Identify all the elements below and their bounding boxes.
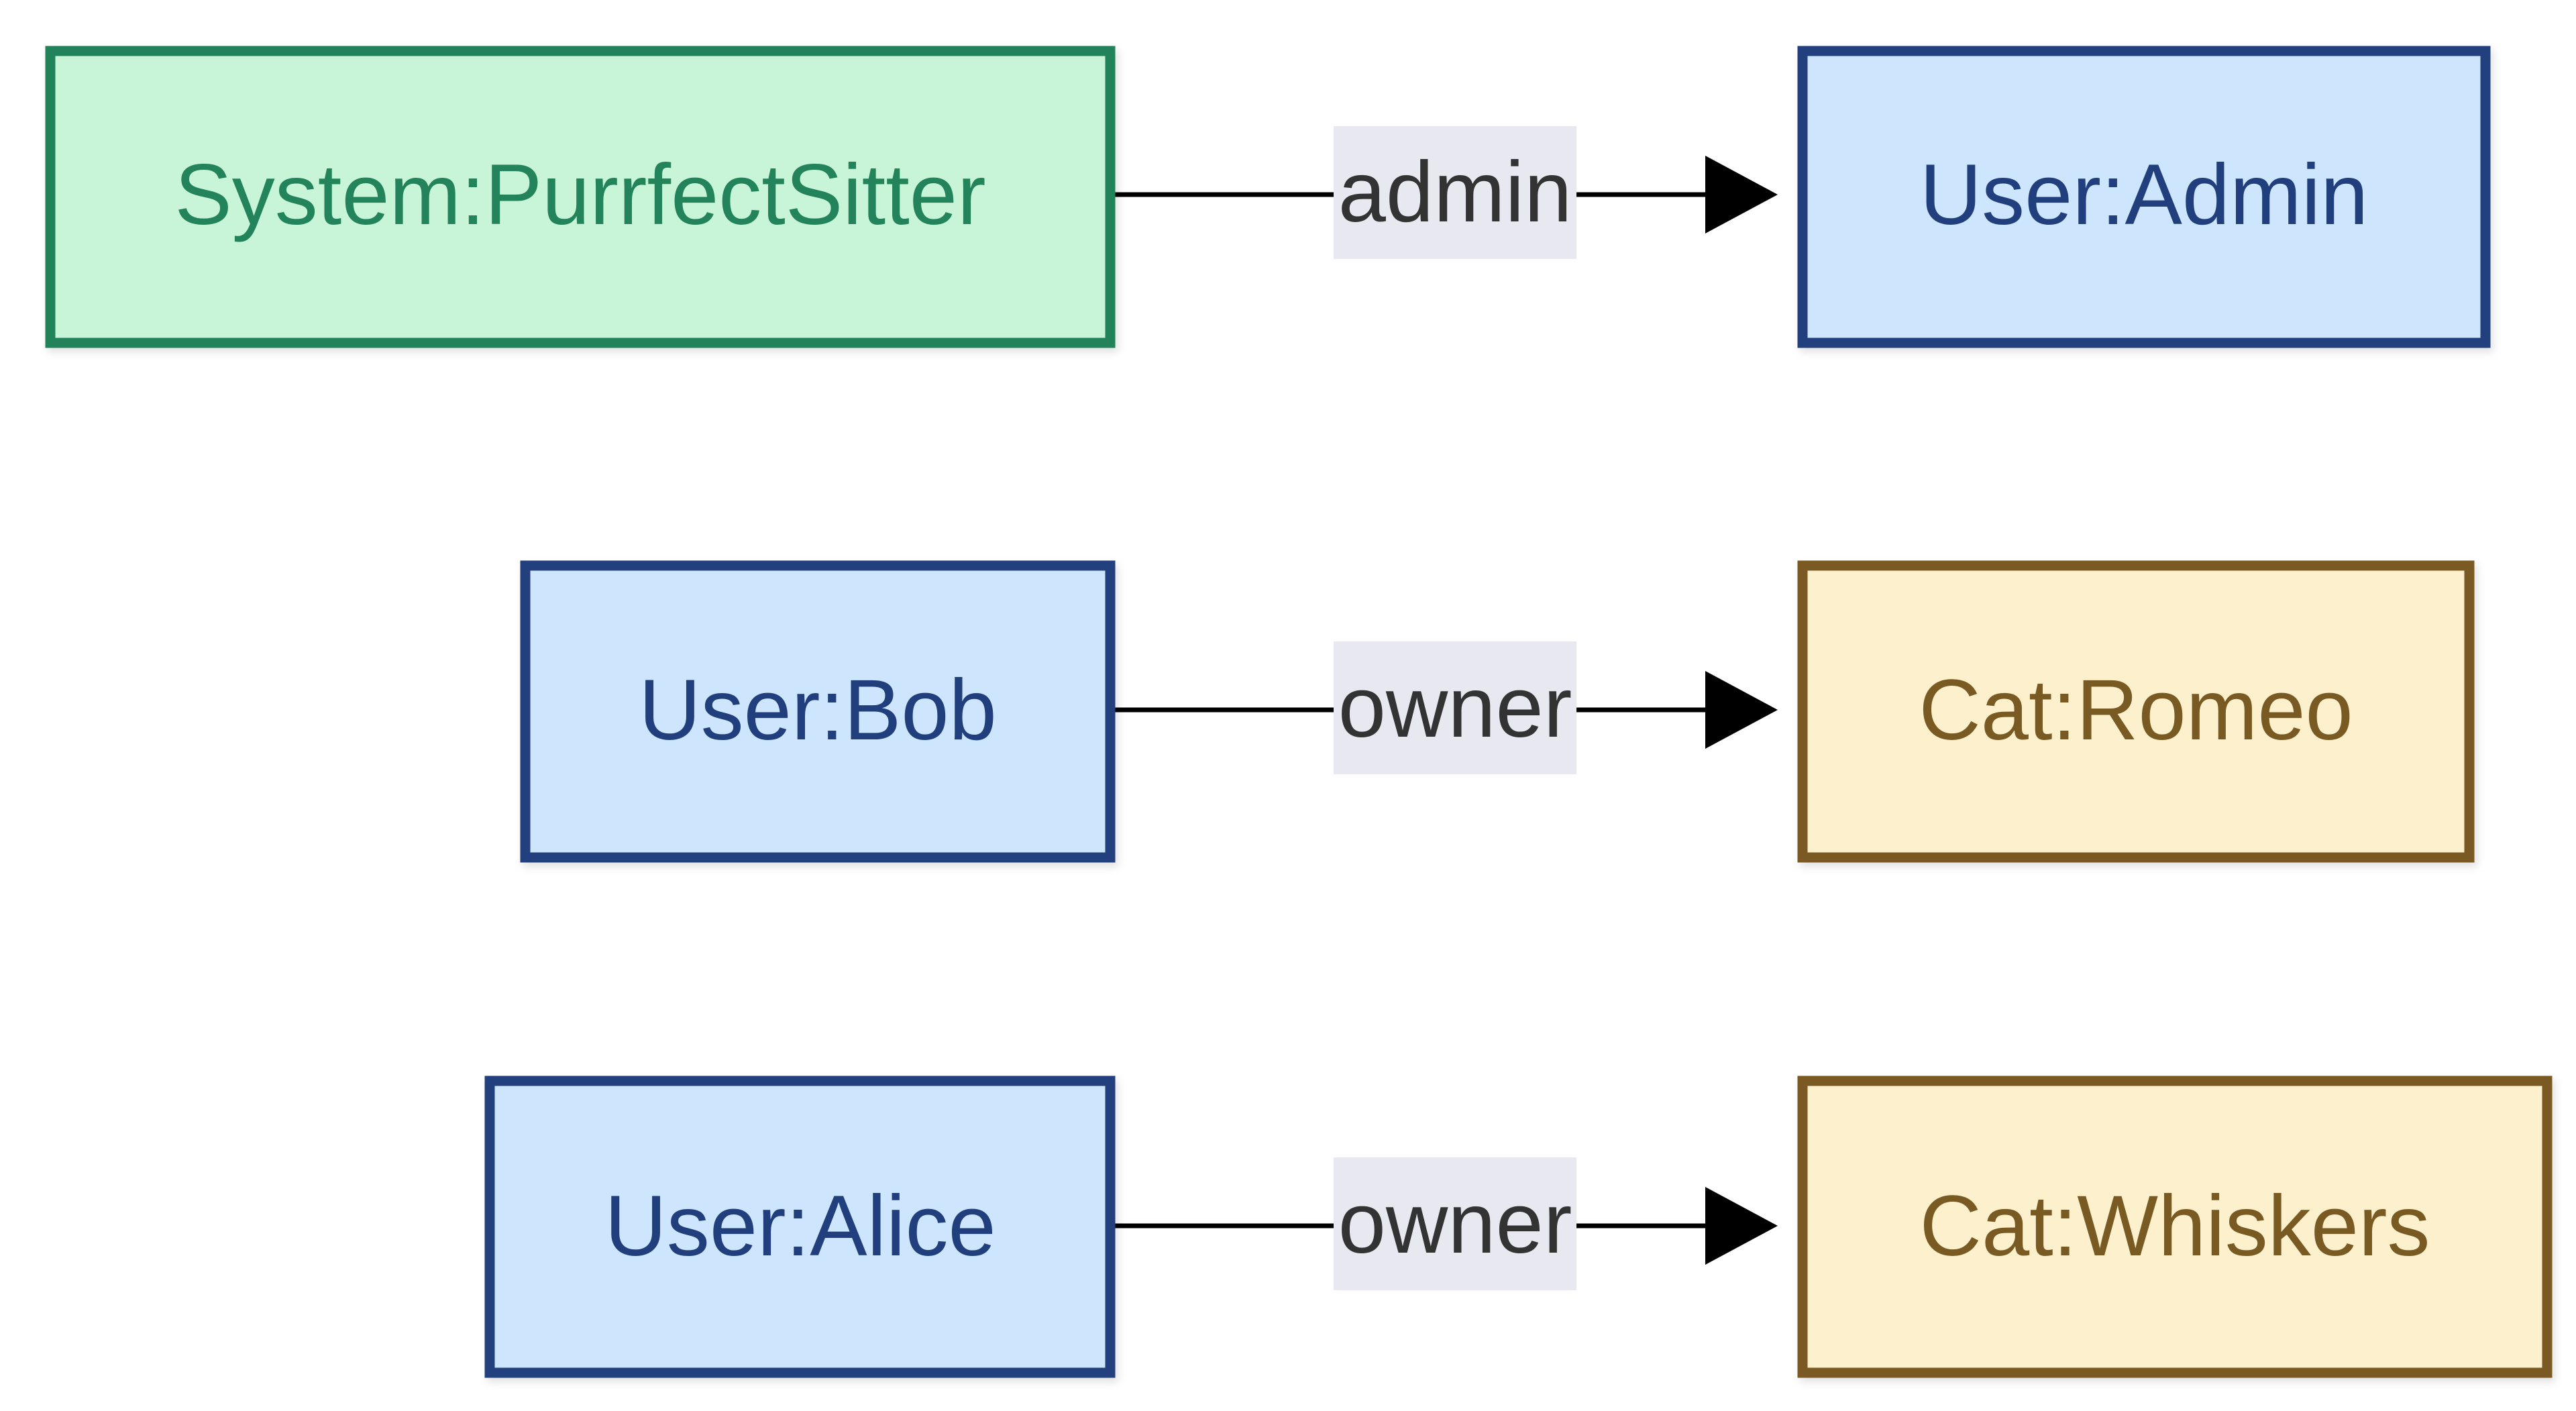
node-cat-romeo[interactable]: Cat:Romeo [1797,560,2475,863]
edge-owner-romeo: owner [1110,641,1778,774]
edge-label-owner: owner [1338,1175,1572,1271]
node-system-purrfectsitter[interactable]: System:PurrfectSitter [45,46,1116,348]
node-box [1797,1076,2553,1378]
edge-label-owner: owner [1338,660,1572,755]
node-label: Cat:Romeo [1919,662,2353,758]
node-box [45,46,1116,348]
node-box [484,1076,1116,1378]
node-cat-whiskers[interactable]: Cat:Whiskers [1797,1076,2553,1378]
node-label: User:Bob [639,662,997,758]
node-user-admin[interactable]: User:Admin [1797,46,2491,348]
edge-label-background [1334,1157,1576,1290]
arrowhead-icon [1705,671,1778,749]
edge-admin: admin [1110,126,1778,259]
arrowhead-icon [1705,1187,1778,1265]
edge-label-background [1334,126,1576,259]
node-label: System:PurrfectSitter [174,147,985,243]
node-box [1797,46,2491,348]
node-box [1797,560,2475,863]
node-label: User:Admin [1920,147,2369,243]
node-box [520,560,1116,863]
node-label: User:Alice [604,1178,996,1274]
node-label: Cat:Whiskers [1920,1178,2430,1274]
node-user-bob[interactable]: User:Bob [520,560,1116,863]
edge-label-admin: admin [1338,144,1572,240]
node-user-alice[interactable]: User:Alice [484,1076,1116,1378]
edge-label-background [1334,641,1576,774]
arrowhead-icon [1705,156,1778,233]
edge-owner-whiskers: owner [1110,1157,1778,1290]
